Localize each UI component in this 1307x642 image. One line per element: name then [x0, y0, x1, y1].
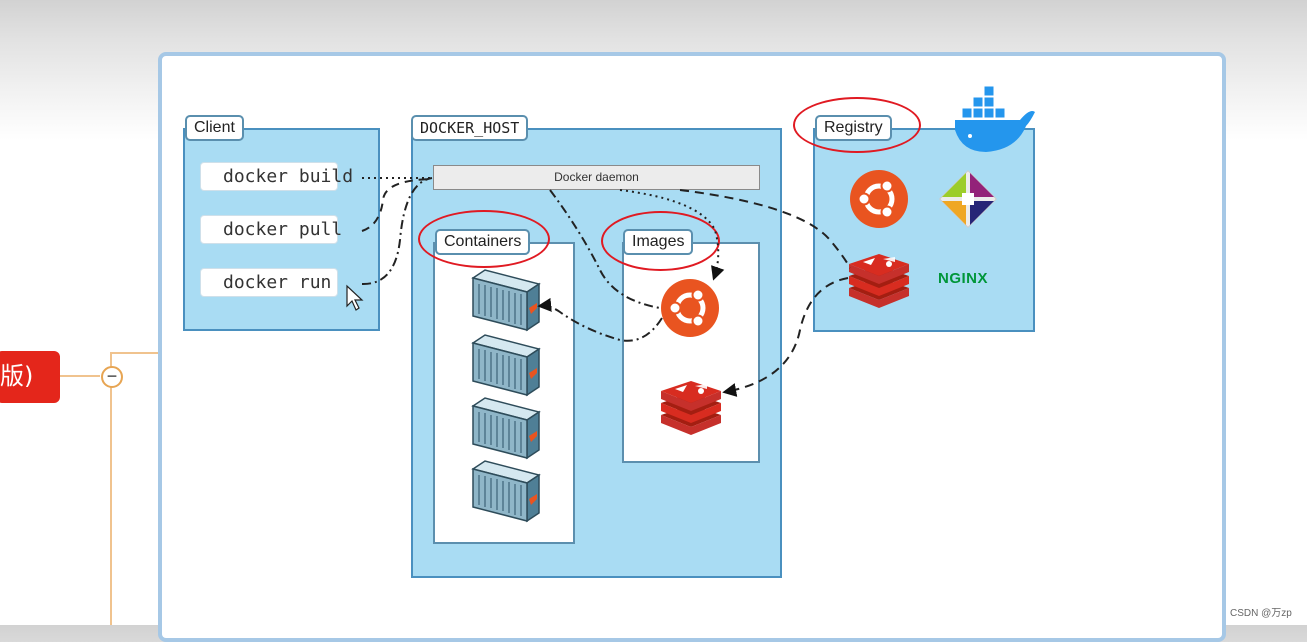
mouse-cursor-icon: [346, 284, 364, 311]
container-icon: [472, 269, 540, 331]
ubuntu-image-icon: [661, 279, 719, 337]
run-path: [549, 189, 661, 309]
mindmap-node[interactable]: 版): [0, 351, 60, 403]
diagram-graphics: [346, 85, 1035, 522]
registry-to-images-arrow: [722, 277, 849, 397]
containers-highlight-ring: [418, 210, 550, 268]
docker-run-command: docker run: [200, 268, 338, 297]
ubuntu-registry-icon: [850, 170, 908, 228]
docker-build-command: docker build: [200, 162, 353, 191]
image-to-container-arrow: [537, 297, 663, 342]
images-highlight-ring: [601, 211, 720, 271]
mindmap-connector-top: [110, 352, 164, 354]
docker-host-label: DOCKER_HOST: [411, 115, 529, 141]
daemon-to-images-arrow: [619, 189, 725, 281]
registry-panel: [813, 128, 1035, 332]
mindmap-connector: [60, 375, 100, 377]
centos-icon: [939, 170, 997, 228]
nginx-logo: NGINX: [938, 270, 989, 287]
container-icon: [472, 334, 540, 396]
redis-registry-icon: [849, 254, 909, 308]
run-connector: [361, 177, 433, 286]
docker-whale-icon: [955, 85, 1035, 152]
docker-pull-command: docker pull: [200, 215, 342, 244]
watermark: CSDN @万zp: [1230, 608, 1292, 619]
mindmap-branch-line: [110, 352, 112, 625]
redis-image-icon: [661, 381, 721, 435]
container-icon: [472, 397, 540, 459]
container-icon: [472, 460, 540, 522]
client-label: Client: [185, 115, 244, 141]
docker-daemon-bar: Docker daemon: [433, 165, 760, 190]
registry-highlight-ring: [793, 97, 921, 153]
pull-connector: [361, 178, 433, 232]
daemon-to-registry-line: [679, 189, 851, 269]
collapse-toggle-button[interactable]: −: [101, 366, 123, 388]
